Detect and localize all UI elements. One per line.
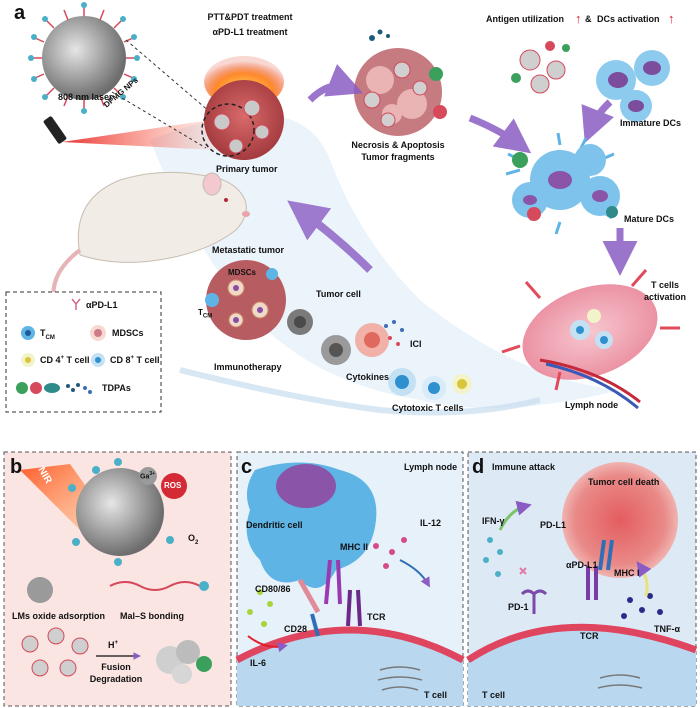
pd-1-label: PD-1 <box>508 602 529 612</box>
h-plus-label: H+ <box>108 640 119 650</box>
cytotoxic-t-cells-label: Cytotoxic T cells <box>392 403 464 413</box>
treatment-line1: PTT&PDT treatment <box>207 12 293 22</box>
fusion-line2: Degradation <box>89 674 143 684</box>
legend-cd4: CD 4+ T cell <box>40 355 90 365</box>
legend-apdl1: αPD-L1 <box>86 300 118 310</box>
primary-tumor-label: Primary tumor <box>216 164 278 174</box>
t-cells-activation-line2: activation <box>643 292 686 302</box>
t-cells-activation-line1: T cells <box>650 280 679 290</box>
up-arrow-icon: ↑ <box>668 11 675 26</box>
panel-c-lymph-node-label: Lymph node <box>404 462 458 472</box>
ros-label: ROS <box>164 481 182 490</box>
immunotherapy-label: Immunotherapy <box>214 362 282 372</box>
legend-cd8: CD 8+ T cell <box>110 355 160 365</box>
dcs-activation-label: DCs activation <box>597 14 660 24</box>
mature-dcs-label: Mature DCs <box>624 214 675 224</box>
ifn-gamma-label: IFN-γ <box>482 516 505 526</box>
cd80-86-label: CD80/86 <box>255 584 291 594</box>
mal-s-label: Mal–S bonding <box>120 611 184 621</box>
ici-label: ICI <box>410 339 422 349</box>
panel-d-letter: d <box>472 456 485 478</box>
legend-tcm: TCM <box>40 328 55 341</box>
dendritic-cell-label: Dendritic cell <box>246 520 303 530</box>
panel-c-letter: c <box>241 456 253 478</box>
il6-label: IL-6 <box>250 658 267 668</box>
mhc-ii-label: MHC II <box>340 542 368 552</box>
necrosis-line2: Tumor fragments <box>361 152 435 162</box>
apd-l1-label: αPD-L1 <box>566 560 598 570</box>
il12-label: IL-12 <box>420 518 442 528</box>
antigen-utilization-label: Antigen utilization <box>486 14 564 24</box>
legend-tdpas: TDPAs <box>102 383 131 393</box>
laser-label: 808 nm laser <box>58 92 113 102</box>
panel-a-letter: a <box>14 2 26 24</box>
up-arrow-icon: ↑ <box>575 11 582 26</box>
necrosis-line1: Necrosis & Apoptosis <box>351 140 445 150</box>
panel-c-tcr-label: TCR <box>367 612 386 622</box>
o2-label: O2 <box>188 533 199 546</box>
tumor-cell-label: Tumor cell <box>316 289 361 299</box>
cytokines-label: Cytokines <box>346 372 390 382</box>
pd-l1-label: PD-L1 <box>540 520 567 530</box>
metastatic-tumor-label: Metastatic tumor <box>212 245 285 255</box>
treatment-line2: αPD-L1 treatment <box>212 27 288 37</box>
tumor-cell-death-label: Tumor cell death <box>588 477 660 487</box>
panel-d-t-cell-label: T cell <box>482 690 506 700</box>
and-label: & <box>585 14 592 24</box>
legend-mdscs: MDSCs <box>112 328 144 338</box>
panel-b-letter: b <box>10 456 23 478</box>
tnf-alpha-label: TNF-α <box>654 624 681 634</box>
mhc-i-label: MHC I <box>614 568 640 578</box>
tcm-marker: TCM <box>198 308 213 320</box>
lymph-node-label: Lymph node <box>565 400 619 410</box>
cd28-label: CD28 <box>284 624 308 634</box>
lms-oxide-label: LMs oxide adsorption <box>12 611 106 621</box>
ga-label: Ga3+ <box>140 471 156 481</box>
dpmg-np <box>28 2 140 114</box>
mdscs-marker: MDSCs <box>228 268 257 277</box>
immature-dcs-label: Immature DCs <box>620 118 682 128</box>
fusion-line1: Fusion <box>101 662 131 672</box>
panel-c-t-cell-label: T cell <box>424 690 448 700</box>
panel-d-tcr-label: TCR <box>580 631 599 641</box>
immune-attack-label: Immune attack <box>492 462 556 472</box>
